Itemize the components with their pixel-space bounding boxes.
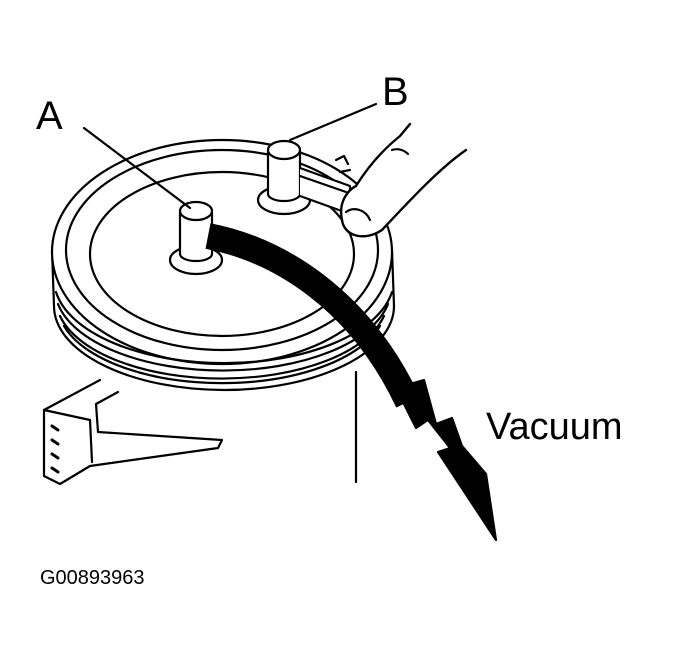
vacuum-arrow [394,378,498,542]
mounting-bracket [42,378,224,486]
port-a-label: A [36,94,63,138]
leader-line-a [82,126,192,210]
leader-line-b [288,102,378,142]
diaphragm-housing [50,138,396,392]
figure-code: G00893963 [40,567,145,589]
finger [339,122,468,238]
vacuum-label: Vacuum [486,406,623,448]
vacuum-hose [205,223,420,408]
port-b-nipple [256,139,352,216]
port-b-label: B [382,70,409,114]
